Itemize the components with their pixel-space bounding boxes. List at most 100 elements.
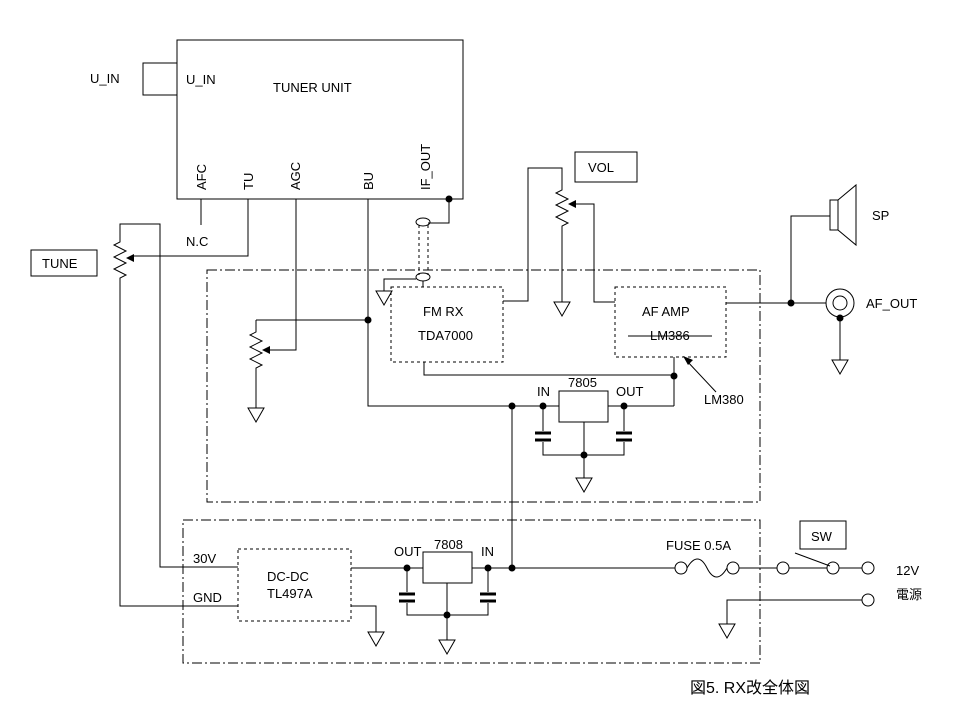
reg2-in-label: IN xyxy=(481,544,494,559)
capacitor-icon xyxy=(399,592,415,603)
shield-ground-icon xyxy=(375,290,393,307)
regulator-7805: 7805 IN OUT xyxy=(537,375,644,423)
figure-caption: 図5. RX改全体図 xyxy=(690,679,810,697)
dcdc-ground-wire xyxy=(351,605,377,632)
reg1-out-label: OUT xyxy=(616,384,644,399)
switch-terminal-icon xyxy=(826,561,840,575)
shield-ring-icon xyxy=(415,272,431,282)
tune-resistor-icon xyxy=(112,232,128,288)
sp-label: SP xyxy=(872,208,889,223)
af-amp-box xyxy=(614,286,727,358)
fm-rx-block: FM RX TDA7000 xyxy=(390,286,504,363)
junction-dot xyxy=(508,564,516,572)
reg2-ground-icon xyxy=(438,639,456,656)
pin-bu-label: BU xyxy=(361,172,376,190)
fm-rx-name: FM RX xyxy=(423,304,464,319)
speaker-cone-icon xyxy=(837,183,857,247)
reg1-ground-icon xyxy=(575,477,593,494)
reg2-out-label: OUT xyxy=(394,544,422,559)
tune-label-box xyxy=(30,249,98,277)
agc-wiper-arrow-icon xyxy=(262,346,270,354)
leader-arrow-icon xyxy=(683,356,693,365)
ground-return-wire xyxy=(726,599,862,624)
capacitor-icon xyxy=(616,431,632,442)
pin-afc-label: AFC xyxy=(194,164,209,190)
ground-terminal-icon xyxy=(861,593,875,607)
fuse-icon xyxy=(686,558,728,578)
tune-wiper-arrow-icon xyxy=(126,254,134,262)
dcdc-box xyxy=(237,548,352,622)
fm-rx-to-vol-wire xyxy=(503,167,563,302)
bu-wire xyxy=(367,199,512,407)
shield-ground-wire xyxy=(383,278,416,291)
tuner-unit: TUNER UNIT U_IN U_IN AFC TU AGC BU IF_OU… xyxy=(90,39,464,249)
agc-wire xyxy=(270,199,297,351)
junction-dot xyxy=(445,195,453,203)
capacitor-icon xyxy=(535,431,551,442)
regulator-7808: 7808 OUT IN xyxy=(394,537,494,584)
junction-dot xyxy=(670,372,678,380)
dcdc-part: TL497A xyxy=(267,586,313,601)
input-ground-icon xyxy=(718,623,736,640)
junction-dot xyxy=(364,316,372,324)
reg1-in-label: IN xyxy=(537,384,550,399)
shield-ring-icon xyxy=(415,217,431,227)
vol-label-box xyxy=(574,151,638,183)
speaker-icon xyxy=(829,183,857,247)
fuse-terminal-icon xyxy=(726,561,740,575)
regulator-7808-box xyxy=(422,551,473,584)
dcdc-name: DC-DC xyxy=(267,569,309,584)
af-out-label: AF_OUT xyxy=(866,296,917,311)
junction-dot xyxy=(443,611,451,619)
af-out-jack-icon xyxy=(825,288,855,322)
tuner-title: TUNER UNIT xyxy=(273,80,352,95)
af-amp-new-part: LM380 xyxy=(704,392,744,407)
tu-wire xyxy=(134,199,249,257)
u-in-connector xyxy=(142,62,178,96)
dcdc-30v-label: 30V xyxy=(193,551,216,566)
reg1-name: 7805 xyxy=(568,375,597,390)
speaker-wire xyxy=(790,215,830,303)
af-amp-block: AF AMP LM386 LM380 xyxy=(614,286,744,407)
agc-resistor-icon xyxy=(248,320,264,380)
sw-label: SW xyxy=(811,529,833,544)
leader-line xyxy=(685,359,717,393)
nc-label: N.C xyxy=(186,234,208,249)
junction-dot xyxy=(580,451,588,459)
switch-lever-icon xyxy=(794,552,831,567)
pin-agc-label: AGC xyxy=(288,162,303,190)
tune-gnd-wire xyxy=(119,288,238,607)
u-in-external-label: U_IN xyxy=(90,71,120,86)
power-module-boundary xyxy=(182,519,761,664)
vol-potentiometer: VOL xyxy=(553,151,638,318)
jack-outer-icon xyxy=(825,288,855,318)
vol-label: VOL xyxy=(588,160,614,175)
tune-30v-wire xyxy=(119,223,238,568)
12v-terminal-icon xyxy=(861,561,875,575)
dc-dc-converter: DC-DC TL497A 30V GND xyxy=(193,548,352,622)
tuner-unit-box xyxy=(176,39,464,200)
power-label: 電源 xyxy=(896,587,922,602)
jack-ground-icon xyxy=(831,359,849,376)
regulator-7805-box xyxy=(558,390,609,423)
terminal-icon xyxy=(776,561,790,575)
tune-potentiometer: TUNE xyxy=(30,232,134,288)
tune-label: TUNE xyxy=(42,256,78,271)
receiver-module-boundary xyxy=(206,269,761,503)
speaker-magnet-icon xyxy=(829,199,839,231)
power-switch-icon: SW xyxy=(794,520,847,575)
dcdc-gnd-label: GND xyxy=(193,590,222,605)
reg2-name: 7808 xyxy=(434,537,463,552)
12v-label: 12V xyxy=(896,563,919,578)
agc-potentiometer xyxy=(247,320,270,424)
fuse-label: FUSE 0.5A xyxy=(666,538,731,553)
agc-ground-icon xyxy=(247,407,265,424)
fm-rx-box xyxy=(390,286,504,363)
pin-tu-label: TU xyxy=(241,173,256,190)
fm-rx-supply-wire xyxy=(423,362,674,376)
sw-label-box xyxy=(799,520,847,550)
fm-rx-part: TDA7000 xyxy=(418,328,473,343)
af-amp-name: AF AMP xyxy=(642,304,690,319)
